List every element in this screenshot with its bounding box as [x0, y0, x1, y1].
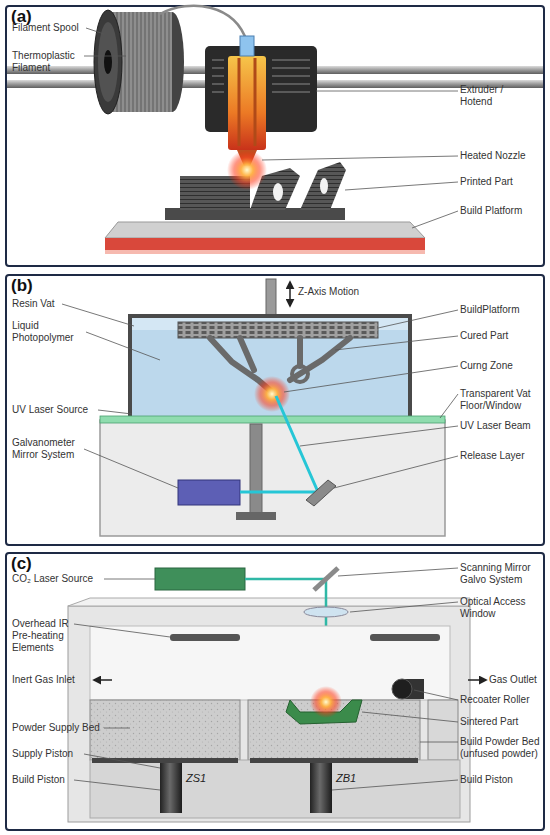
leader-lines: [62, 28, 458, 790]
curing-glow: [254, 376, 290, 412]
part-label: Build Piston: [460, 774, 544, 786]
chamber-housing: [68, 606, 470, 822]
part-label: Liquid Photopolymer: [12, 320, 92, 344]
spool-flange: [94, 10, 122, 114]
part-label: Curng Zone: [460, 360, 544, 372]
part-label: Supply Piston: [12, 748, 92, 760]
part-hole: [273, 183, 283, 201]
heater-block: [228, 56, 266, 150]
part-label: UV Laser Beam: [460, 420, 544, 432]
axis-label: ZS1: [186, 772, 216, 784]
part-label: Printed Part: [460, 176, 544, 188]
part-label: Recoater Roller: [460, 694, 544, 706]
platform-top: [105, 222, 425, 238]
uv-laser-box: [178, 480, 240, 505]
part-label: Scanning Mirror Galvo System: [460, 562, 544, 586]
piston-plate: [92, 758, 238, 763]
z-motion-arrow: [289, 282, 291, 306]
spool-hub: [104, 50, 112, 74]
part-label: Build Powder Bed (unfused powder): [460, 736, 544, 760]
recoater-roller: [392, 679, 412, 699]
supply-powder: [90, 700, 240, 760]
co2-laser-box: [155, 568, 245, 590]
part-hole: [320, 178, 328, 194]
piston-plate: [250, 758, 418, 763]
panel-letter: (b): [11, 276, 33, 296]
bed-glow: [105, 250, 425, 254]
chamber-lid: [68, 598, 470, 606]
part-label: Cured Part: [460, 330, 544, 342]
sinter-glow: [310, 686, 342, 718]
part-label: Gas Outlet: [489, 674, 545, 686]
gas-outlet-arrow: [468, 679, 486, 681]
filament-strand: [160, 6, 247, 42]
part-label: BuildPlatform: [460, 304, 544, 316]
piston-well: [90, 760, 460, 818]
machine-base: [100, 420, 445, 536]
part-label: Release Layer: [460, 450, 544, 462]
heat-break: [239, 58, 255, 146]
lead-screw: [250, 424, 262, 516]
optical-window: [304, 607, 348, 617]
panel-letter: (c): [11, 554, 32, 574]
axis-label: ZB1: [336, 772, 366, 784]
overflow-bin: [428, 700, 458, 760]
uv-beam: [240, 396, 318, 492]
vat-window: [100, 416, 445, 423]
scan-mirror: [314, 568, 338, 590]
part-label: Thermoplastic Filament: [12, 50, 92, 74]
part-label: Optical Access Window: [460, 596, 544, 620]
ir-heater: [370, 634, 440, 641]
galvo-mirror: [306, 480, 336, 506]
part-label: Inert Gas Inlet: [12, 674, 96, 686]
part-label: Overhead IR Pre-heating Elements: [12, 618, 78, 654]
part-label: Resin Vat: [12, 298, 92, 310]
part-label: Powder Supply Bed: [12, 722, 112, 734]
motion-label: Z-Axis Motion: [298, 286, 398, 298]
spool-face: [98, 22, 118, 102]
printed-strut: [300, 162, 346, 210]
part-label: Extruder / Hotend: [460, 84, 538, 108]
melt-glow: [227, 150, 267, 190]
ir-heater: [170, 634, 240, 641]
part-label: Build Piston: [12, 774, 92, 786]
heated-bed-edge: [105, 238, 425, 250]
part-label: Transparent Vat Floor/Window: [460, 388, 544, 412]
screw-mount: [236, 512, 276, 520]
part-label: Filament Spool: [12, 22, 107, 34]
part-label: CO₂ Laser Source: [12, 573, 112, 585]
gas-inlet-arrow: [94, 679, 112, 681]
part-label: UV Laser Source: [12, 404, 107, 416]
build-piston-rod: [310, 763, 332, 813]
part-label: Heated Nozzle: [460, 150, 544, 162]
resin-vat: [130, 316, 410, 420]
part-label: Sintered Part: [460, 716, 544, 728]
build-platform: [178, 322, 378, 338]
bowden-fitting: [240, 36, 254, 56]
build-chamber: [90, 626, 450, 700]
cured-ring: [292, 366, 308, 382]
part-label: Build Platform: [460, 205, 544, 217]
supply-piston-rod: [160, 763, 182, 813]
part-label: Galvanometer Mirror System: [12, 437, 92, 461]
